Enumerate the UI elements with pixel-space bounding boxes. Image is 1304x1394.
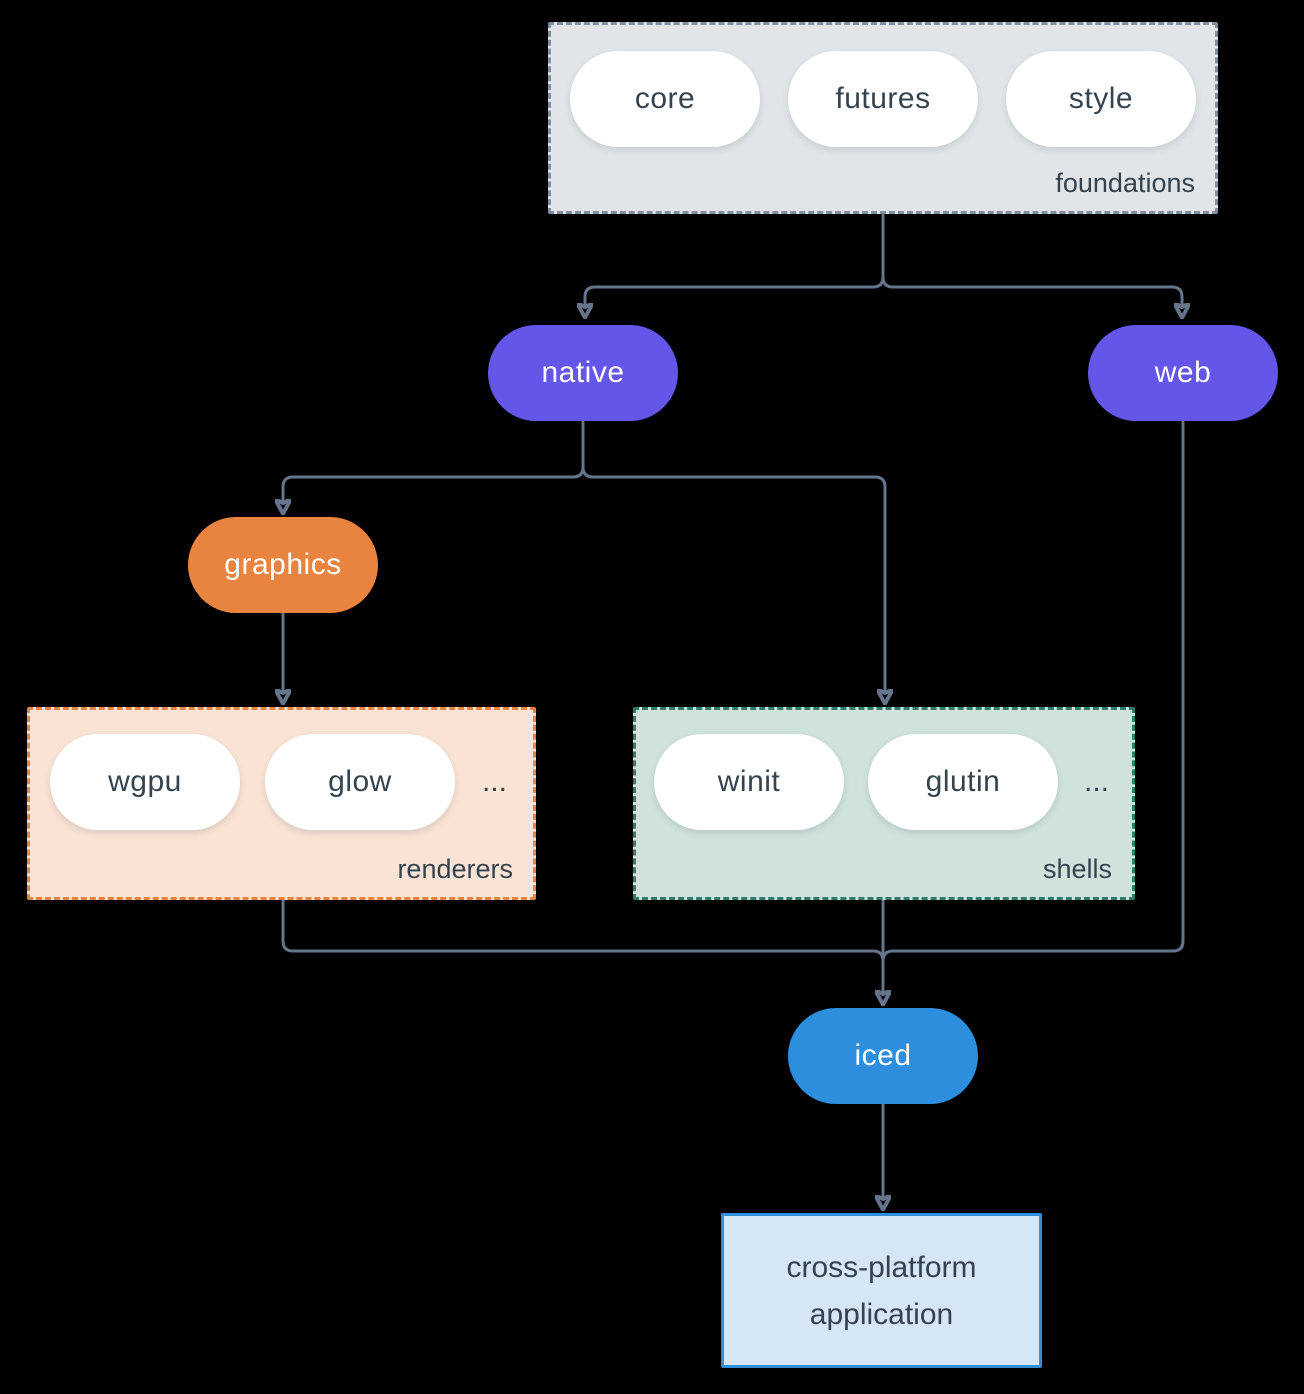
node-wgpu: wgpu <box>50 734 240 830</box>
node-glow: glow <box>265 734 455 830</box>
edge-native-graphics <box>283 421 585 501</box>
node-graphics: graphics <box>188 517 378 613</box>
node-futures: futures <box>788 51 978 147</box>
edge-native-shells <box>581 421 885 691</box>
renderers-label: renderers <box>397 854 513 884</box>
shells-label: shells <box>1042 854 1112 884</box>
node-style: style <box>1006 51 1196 147</box>
node-iced: iced <box>788 1008 978 1104</box>
edge-renderers-iced <box>281 900 885 966</box>
shells-pills: winit glutin ... <box>636 710 1132 830</box>
renderers-ellipsis: ... <box>482 765 508 798</box>
node-web: web <box>1088 325 1278 421</box>
application-label: cross-platform application <box>786 1250 977 1331</box>
foundations-group: core futures style foundations <box>548 22 1218 214</box>
foundations-label: foundations <box>1055 168 1195 198</box>
node-native: native <box>488 325 678 421</box>
shells-group: winit glutin ... shells <box>633 707 1135 900</box>
node-winit: winit <box>654 734 844 830</box>
application-box: cross-platform application <box>721 1213 1042 1368</box>
shells-ellipsis: ... <box>1084 765 1110 798</box>
node-glutin: glutin <box>868 734 1058 830</box>
foundations-pills: core futures style <box>551 25 1215 147</box>
renderers-group: wgpu glow ... renderers <box>27 707 536 900</box>
edge-foundations-native <box>585 214 885 305</box>
edge-foundations-web <box>881 214 1182 305</box>
renderers-pills: wgpu glow ... <box>30 710 533 830</box>
node-core: core <box>570 51 760 147</box>
